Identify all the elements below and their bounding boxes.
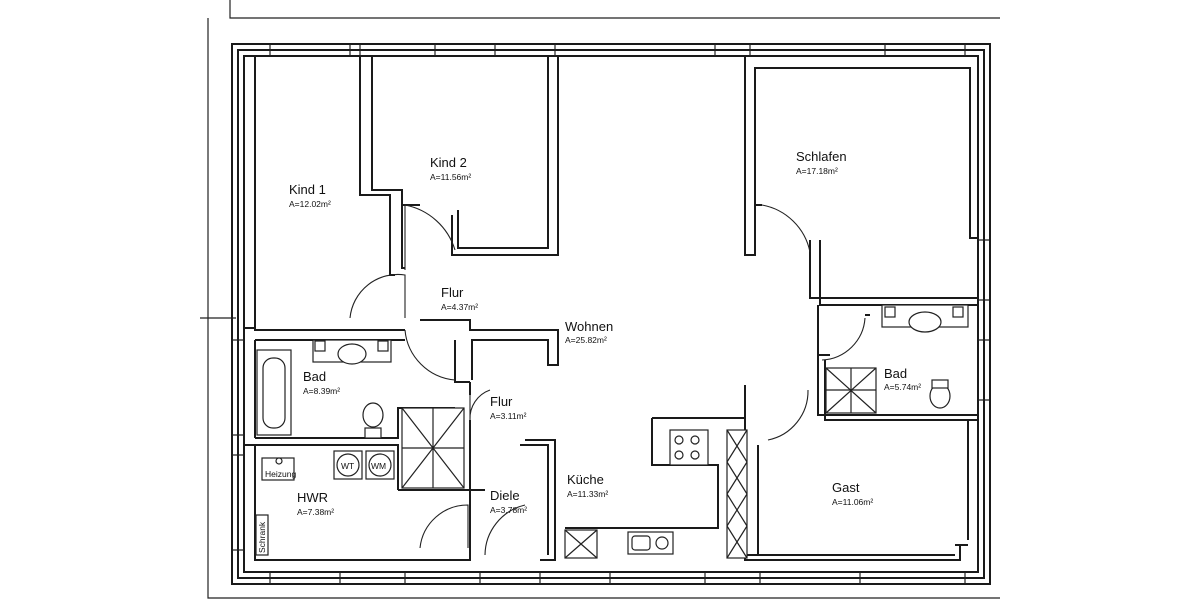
svg-text:Wohnen: Wohnen bbox=[565, 319, 613, 334]
room-label-kueche: Küche A=11.33m² bbox=[567, 472, 608, 499]
washer-wm: WM bbox=[365, 450, 395, 480]
sheet-border bbox=[200, 0, 1000, 599]
toilet-bad1 bbox=[362, 402, 384, 439]
toilet-bad2 bbox=[929, 379, 951, 409]
svg-text:A=3.11m²: A=3.11m² bbox=[490, 411, 527, 421]
bathtub bbox=[256, 349, 292, 436]
room-label-gast: Gast A=11.06m² bbox=[832, 480, 873, 507]
room-label-flur1: Flur A=4.37m² bbox=[441, 285, 478, 312]
sink-bad1 bbox=[312, 339, 392, 365]
interior-walls bbox=[244, 56, 979, 561]
kitchen-cabinets bbox=[564, 429, 748, 559]
exterior-wall bbox=[231, 43, 991, 585]
svg-text:A=17.18m²: A=17.18m² bbox=[796, 166, 838, 176]
room-label-bad1: Bad A=8.39m² bbox=[303, 369, 340, 396]
svg-text:Schlafen: Schlafen bbox=[796, 149, 847, 164]
shower-bad1 bbox=[401, 407, 465, 489]
svg-text:Gast: Gast bbox=[832, 480, 860, 495]
svg-text:A=7.38m²: A=7.38m² bbox=[297, 507, 334, 517]
room-label-flur2: Flur A=3.11m² bbox=[490, 394, 527, 421]
kitchen-sink bbox=[627, 531, 674, 555]
svg-text:Kind 2: Kind 2 bbox=[430, 155, 467, 170]
svg-text:A=4.37m²: A=4.37m² bbox=[441, 302, 478, 312]
room-label-bad2: Bad A=5.74m² bbox=[884, 366, 921, 392]
svg-text:Küche: Küche bbox=[567, 472, 604, 487]
svg-text:Flur: Flur bbox=[490, 394, 513, 409]
room-label-diele: Diele A=3.78m² bbox=[490, 488, 527, 515]
svg-text:A=25.82m²: A=25.82m² bbox=[565, 335, 607, 345]
washer-wm-label: WM bbox=[371, 461, 386, 471]
svg-text:Diele: Diele bbox=[490, 488, 520, 503]
shower-bad2 bbox=[825, 367, 877, 414]
svg-text:A=11.56m²: A=11.56m² bbox=[430, 172, 471, 182]
svg-text:Bad: Bad bbox=[303, 369, 326, 384]
svg-text:Kind 1: Kind 1 bbox=[289, 182, 326, 197]
svg-text:Flur: Flur bbox=[441, 285, 464, 300]
room-label-kind2: Kind 2 A=11.56m² bbox=[430, 155, 471, 182]
svg-text:A=12.02m²: A=12.02m² bbox=[289, 199, 331, 209]
heater-box: Heizung bbox=[261, 457, 296, 481]
svg-text:A=11.06m²: A=11.06m² bbox=[832, 497, 873, 507]
svg-text:Bad: Bad bbox=[884, 366, 907, 381]
cabinet: Schrank bbox=[255, 514, 269, 556]
stove bbox=[669, 429, 709, 466]
room-label-kind1: Kind 1 A=12.02m² bbox=[289, 182, 331, 209]
svg-text:A=11.33m²: A=11.33m² bbox=[567, 489, 608, 499]
sink-bad2 bbox=[881, 304, 969, 333]
washer-wt-label: WT bbox=[341, 461, 354, 471]
room-label-wohnen: Wohnen A=25.82m² bbox=[565, 319, 613, 345]
cabinet-label: Schrank bbox=[257, 521, 267, 553]
room-label-schlafen: Schlafen A=17.18m² bbox=[796, 149, 847, 176]
svg-text:A=8.39m²: A=8.39m² bbox=[303, 386, 340, 396]
svg-text:HWR: HWR bbox=[297, 490, 328, 505]
windows bbox=[232, 44, 990, 584]
heater-label: Heizung bbox=[265, 469, 296, 479]
svg-text:A=3.78m²: A=3.78m² bbox=[490, 505, 527, 515]
room-label-hwr: HWR A=7.38m² bbox=[297, 490, 334, 517]
door-swings bbox=[349, 204, 866, 556]
svg-text:A=5.74m²: A=5.74m² bbox=[884, 382, 921, 392]
washer-wt: WT bbox=[333, 450, 363, 480]
